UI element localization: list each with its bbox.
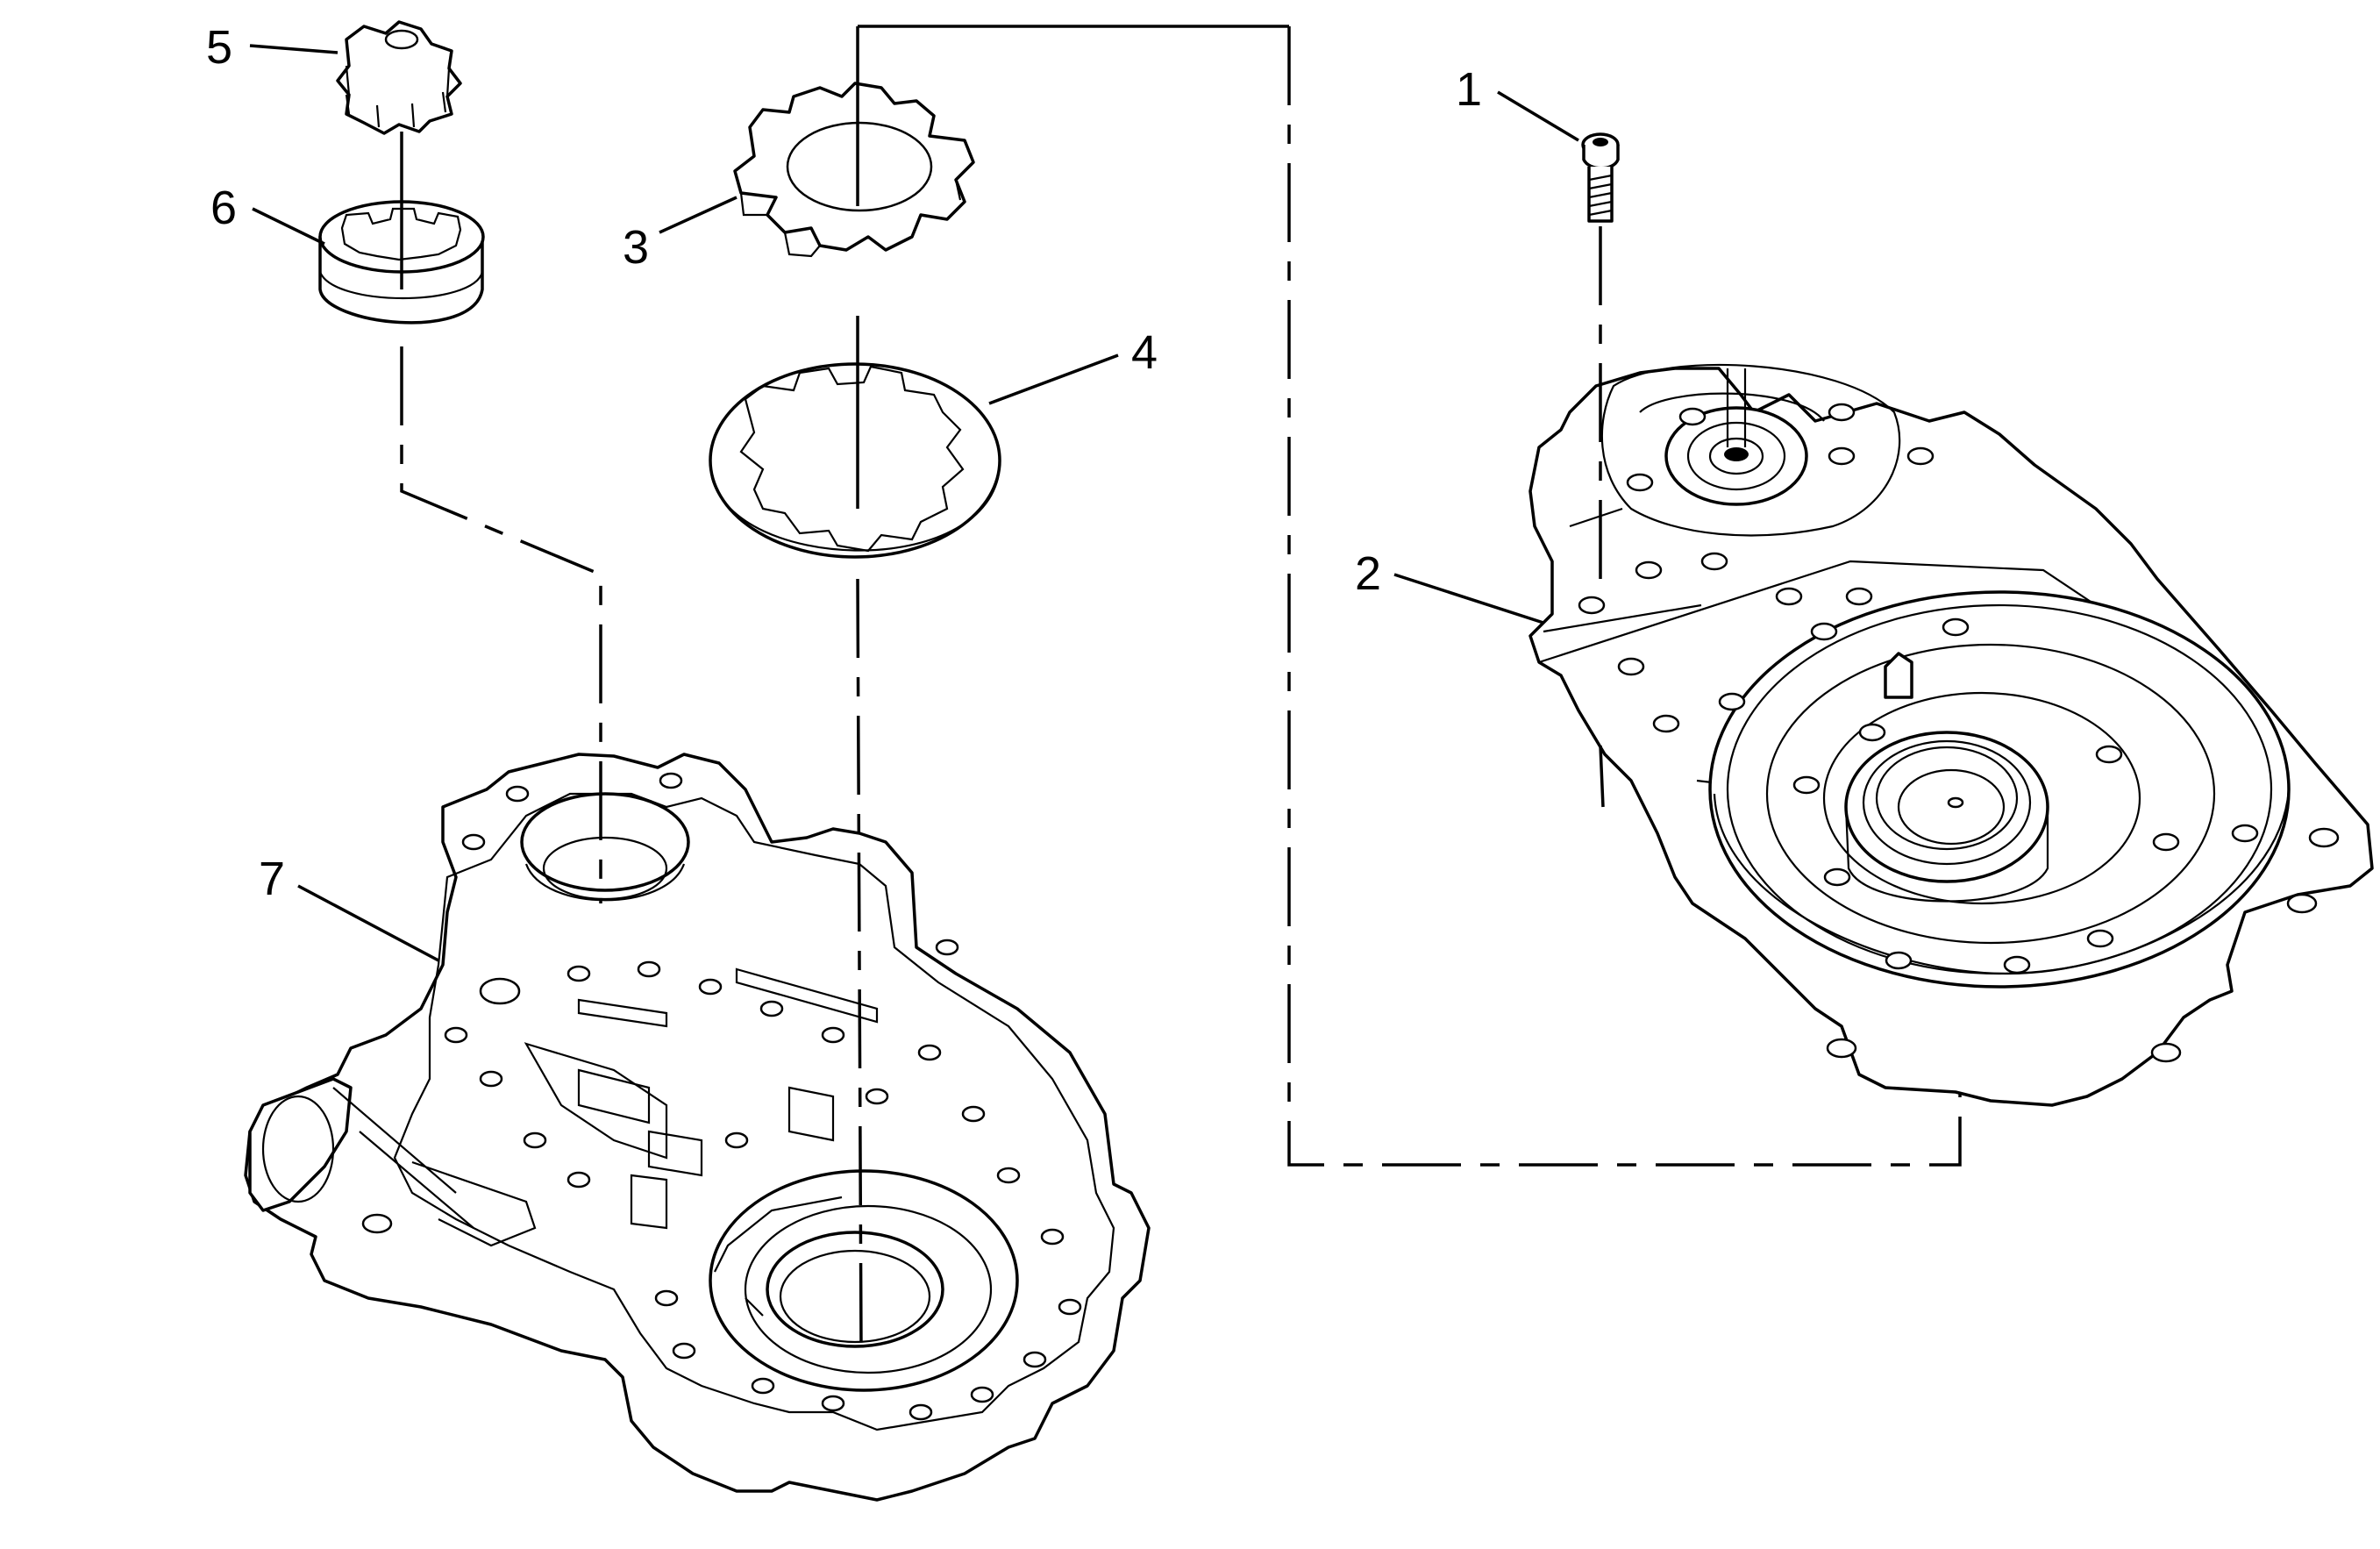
leader-1 bbox=[1497, 90, 1579, 142]
callout-6: 6 bbox=[210, 182, 237, 234]
leader-5 bbox=[249, 44, 338, 54]
leader-7 bbox=[297, 884, 439, 962]
part-2-pump-cover bbox=[1528, 363, 2374, 1107]
part-1-bolt bbox=[1581, 132, 1620, 223]
part-5-inner-gear bbox=[336, 20, 462, 135]
part-4-outer-ring bbox=[709, 362, 1001, 559]
part-7-pump-body bbox=[244, 753, 1151, 1502]
leader-4 bbox=[988, 353, 1119, 405]
callout-labels: 1 2 3 4 5 6 7 bbox=[206, 21, 1482, 905]
leader-3 bbox=[659, 196, 738, 234]
callout-2: 2 bbox=[1355, 547, 1381, 600]
leader-2 bbox=[1393, 573, 1544, 625]
callout-5: 5 bbox=[206, 21, 232, 74]
callout-3: 3 bbox=[623, 221, 649, 274]
part-3-inner-gear bbox=[733, 82, 975, 258]
cover-bolt-holes bbox=[1578, 403, 2340, 1063]
assembly-lines bbox=[400, 25, 1962, 1347]
leader-6 bbox=[252, 207, 325, 246]
callout-7: 7 bbox=[259, 853, 285, 905]
callout-leaders bbox=[249, 44, 1579, 962]
body-bolt-holes bbox=[361, 772, 1082, 1421]
callout-4: 4 bbox=[1131, 326, 1158, 379]
callout-1: 1 bbox=[1456, 63, 1482, 116]
